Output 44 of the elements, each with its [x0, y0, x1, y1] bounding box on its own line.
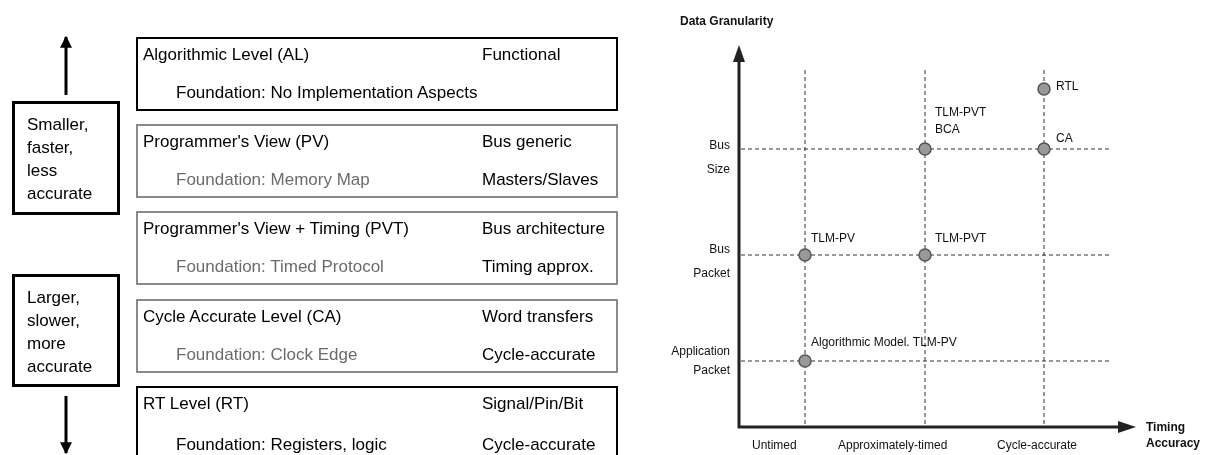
level-property: Word transfers: [482, 306, 595, 328]
chart-label: TLM-PVT BCA: [935, 104, 988, 138]
foundation-text: Foundation: No Implementation Aspects: [175, 81, 479, 104]
chart-label: Cycle-accurate: [997, 437, 1078, 454]
chart-label: Data Granularity: [680, 13, 774, 30]
abstraction-level-box: [136, 211, 618, 285]
chart-label: Approximately-timed: [838, 437, 948, 454]
chart-label: CA: [1056, 130, 1073, 147]
abstraction-level-box: [136, 386, 618, 455]
annotation-box: [12, 274, 120, 387]
foundation-text: Foundation: Timed Protocol: [175, 255, 385, 278]
level-property: Masters/Slaves: [482, 168, 600, 191]
level-title: Algorithmic Level (AL): [142, 44, 311, 66]
foundation-text: Foundation: Registers, logic: [175, 433, 388, 455]
chart-label: Timing Accuracy: [1146, 419, 1202, 451]
abstraction-level-box: [136, 37, 618, 111]
chart-label: TLM-PVT: [935, 230, 987, 247]
abstraction-level-box: [136, 299, 618, 373]
annotation-text: Smaller, faster, less accurate: [27, 115, 93, 203]
level-title: Programmer's View (PV): [142, 131, 331, 153]
abstraction-level-box: [136, 124, 618, 198]
foundation-text: Foundation: Memory Map: [175, 168, 371, 191]
level-property: Cycle-accurate: [482, 433, 597, 455]
arrow: [60, 35, 72, 95]
chart-label: Application Packet: [670, 343, 730, 379]
chart-label: Algorithmic Model. TLM-PV: [811, 334, 957, 351]
level-property: Bus generic: [482, 131, 573, 153]
level-property: Timing approx.: [482, 255, 595, 278]
foundation-text: Foundation: Clock Edge: [175, 343, 359, 366]
level-property: Cycle-accurate: [482, 343, 597, 366]
chart-label: TLM-PV: [811, 230, 855, 247]
chart-label: RTL: [1056, 78, 1079, 95]
chart-label: Untimed: [752, 437, 797, 454]
chart-label: Bus Size: [705, 137, 730, 178]
annotation-box: [12, 101, 120, 215]
level-property: Bus architecture: [482, 218, 606, 240]
level-title: RT Level (RT): [142, 393, 250, 415]
level-title: Cycle Accurate Level (CA): [142, 306, 343, 328]
level-property: Signal/Pin/Bit: [482, 393, 585, 415]
level-property: Functional: [482, 44, 562, 66]
chart-label: Bus Packet: [692, 241, 730, 282]
arrow: [60, 396, 72, 455]
annotation-text: Larger, slower, more accurate: [27, 288, 93, 376]
level-title: Programmer's View + Timing (PVT): [142, 218, 411, 240]
